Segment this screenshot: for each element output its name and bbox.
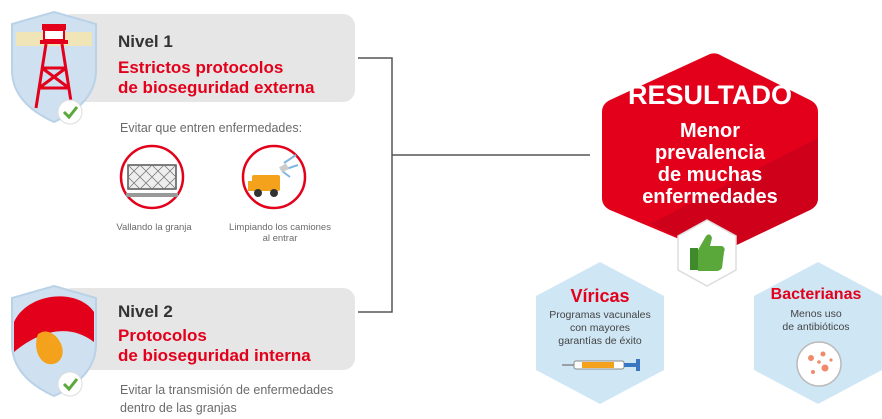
rooster-shield-icon [11, 284, 97, 398]
level2-note-line2: dentro de las granjas [120, 401, 237, 415]
level2-subtitle-line1: Protocolos [118, 326, 207, 345]
level2-title: Nivel 2 [118, 302, 173, 321]
level2-subtitle-line2: de bioseguridad interna [118, 346, 311, 365]
thumbs-up-icon [677, 219, 737, 287]
watchtower-shield-icon [11, 10, 97, 125]
viricas-line2: con mayores [569, 322, 631, 334]
level1-panel [60, 14, 355, 102]
fence-icon [119, 144, 185, 210]
level1-subtitle-line2: de bioseguridad externa [118, 78, 315, 97]
result-line2: prevalencia [654, 142, 766, 164]
bacterianas-line1: Menos uso [790, 308, 842, 320]
result-hexagon [602, 53, 818, 248]
petri-dish-icon [796, 341, 842, 387]
level1-subtitle-line1: Estrictos protocolos [118, 58, 284, 77]
level1-item2-caption-line1: Limpiando los camiones [229, 222, 331, 233]
bacterianas-line2: de antibióticos [782, 321, 850, 333]
bacterianas-hexagon [754, 262, 882, 404]
syringe-icon [562, 359, 640, 371]
result-line1: Menor [680, 120, 740, 142]
level1-title: Nivel 1 [118, 32, 173, 51]
truck-cleaning-icon [241, 144, 307, 210]
viricas-hexagon [536, 262, 664, 404]
viricas-line1: Programas vacunales [549, 309, 651, 321]
viricas-line3: garantías de éxito [558, 335, 642, 347]
bacterianas-title: Bacterianas [770, 286, 862, 303]
level1-item1-caption: Vallando la granja [116, 222, 192, 233]
result-line4: enfermedades [642, 186, 778, 208]
level1-item2-caption-line2: al entrar [262, 233, 298, 244]
level1-intro: Evitar que entren enfermedades: [120, 121, 303, 135]
level2-panel [60, 288, 355, 370]
result-heading: RESULTADO [628, 80, 792, 110]
level2-note-line1: Evitar la transmisión de enfermedades [120, 383, 334, 397]
viricas-title: Víricas [570, 286, 630, 306]
result-line3: de muchas [657, 164, 763, 186]
